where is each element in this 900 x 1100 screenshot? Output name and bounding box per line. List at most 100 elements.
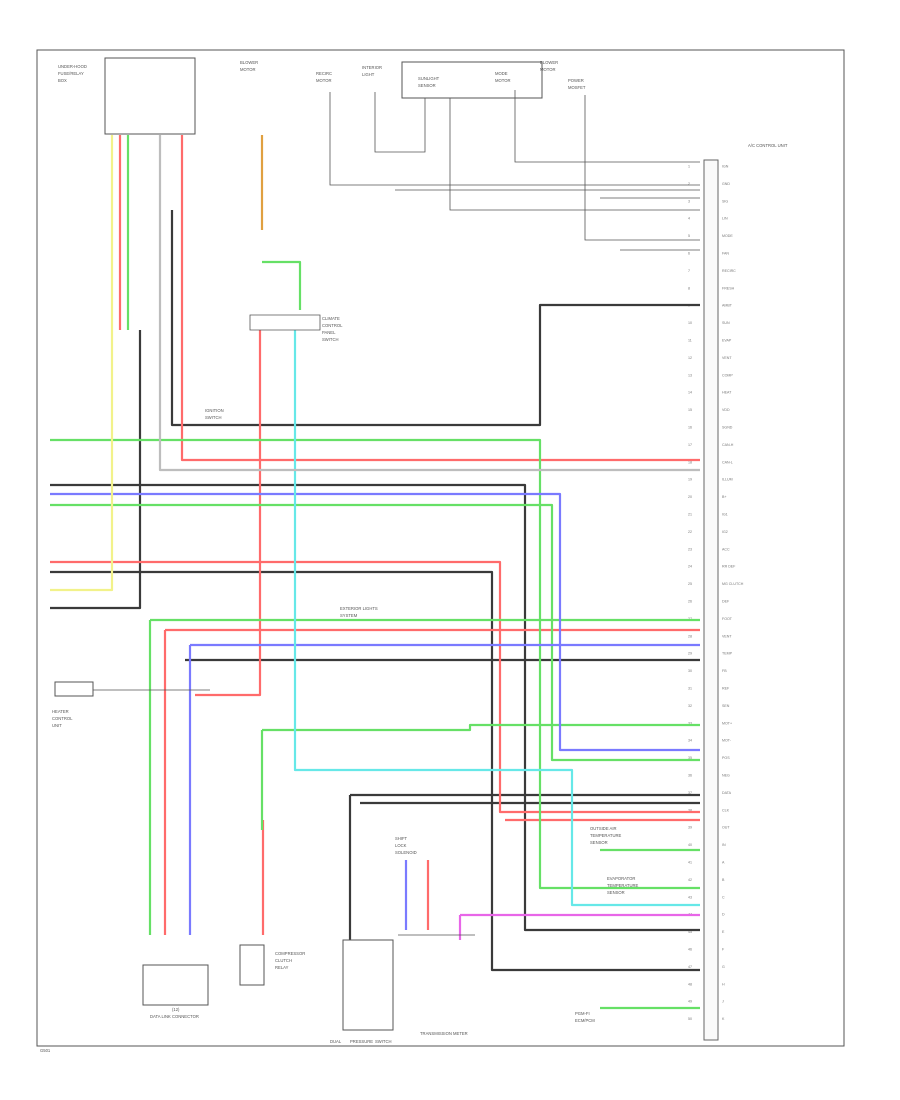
dlc-id: (12) xyxy=(172,1007,180,1012)
pin-number: 8 xyxy=(688,286,690,290)
pin-number: 24 xyxy=(688,565,692,569)
ign-label-1: IGNITION xyxy=(205,408,224,413)
pin-label: HEAT xyxy=(722,391,732,395)
pin-number: 33 xyxy=(688,721,692,725)
wire-green-2 xyxy=(50,503,700,762)
pin-label: GND xyxy=(722,182,730,186)
pin-number: 22 xyxy=(688,530,692,534)
ground-label: G501 xyxy=(40,1048,51,1053)
pin-label: F xyxy=(722,948,725,952)
pin-number: 13 xyxy=(688,373,692,377)
pin-number: 37 xyxy=(688,791,692,795)
pin-number: 49 xyxy=(688,1000,692,1004)
evap-sensor-3: SENSOR xyxy=(607,890,625,895)
wire-green-8 xyxy=(600,848,700,1010)
pin-label: E xyxy=(722,930,725,934)
pin-label: AMBT xyxy=(722,304,733,308)
ext-lights-label-2: SYSTEM xyxy=(340,613,358,618)
pin-number: 38 xyxy=(688,808,692,812)
right-sensor-2: TEMPERATURE xyxy=(590,833,622,838)
pin-label: CAN-L xyxy=(722,460,733,464)
pin-label: CLK xyxy=(722,808,730,812)
pin-label: G xyxy=(722,965,725,969)
pin-number: 14 xyxy=(688,391,692,395)
pgm-label-1: PGM-FI xyxy=(575,1011,590,1016)
wire-red-2 xyxy=(50,560,700,814)
pin-label: CAN-H xyxy=(722,443,734,447)
evap-label-3: SWITCH xyxy=(375,1039,392,1044)
cmp-label-2: CLUTCH xyxy=(275,958,292,963)
pin-number: 2 xyxy=(688,182,690,186)
ign-label-2: SWITCH xyxy=(205,415,222,420)
pin-number: 21 xyxy=(688,513,692,517)
pin-number: 43 xyxy=(688,895,692,899)
pin-label: COMP xyxy=(722,373,733,377)
pin-number: 42 xyxy=(688,878,692,882)
wire-grey-1 xyxy=(158,135,700,472)
top-power-1: POWER xyxy=(568,78,584,83)
dlc-label: DATA LINK CONNECTOR xyxy=(150,1014,199,1019)
pin-label: FOOT xyxy=(722,617,733,621)
right-sensor-1: OUTSIDE AIR xyxy=(590,826,617,831)
pin-label: SGND xyxy=(722,426,733,430)
pin-number: 25 xyxy=(688,582,692,586)
pin-number: 26 xyxy=(688,600,692,604)
top-sunlight-2: SENSOR xyxy=(418,83,436,88)
heater-label-2: CONTROL xyxy=(52,716,73,721)
pin-label: EVAP xyxy=(722,339,732,343)
shift-label-2: LOCK xyxy=(395,843,407,848)
pin-label: FRESH xyxy=(722,286,735,290)
switch-label-2: CONTROL xyxy=(322,323,343,328)
pin-number: 34 xyxy=(688,739,692,743)
top-sunlight-1: SUNLIGHT xyxy=(418,76,440,81)
pin-label: FAN xyxy=(722,252,729,256)
pin-number: 35 xyxy=(688,756,692,760)
top-recirc-2: MOTOR xyxy=(316,78,332,83)
pin-label: A xyxy=(722,861,725,865)
pin-label: OUT xyxy=(722,826,730,830)
pin-label: MODE xyxy=(722,234,733,238)
pin-label: IGN xyxy=(722,165,729,169)
pin-label: ACC xyxy=(722,547,730,551)
pin-number: 45 xyxy=(688,930,692,934)
wire-black-2 xyxy=(50,483,700,932)
pin-number: 46 xyxy=(688,948,692,952)
evap-label-1: DUAL xyxy=(330,1039,342,1044)
pin-label: IG2 xyxy=(722,530,728,534)
heater-label-1: HEATER xyxy=(52,709,69,714)
pin-label: FB xyxy=(722,669,727,673)
pin-number: 17 xyxy=(688,443,692,447)
pin-label: H xyxy=(722,982,725,986)
top-mode-2: MOTOR xyxy=(495,78,511,83)
top-fuse-label-2: FUSE/RELAY xyxy=(58,71,84,76)
control-unit-label: A/C CONTROL UNIT xyxy=(748,143,788,148)
top-right-2: MOTOR xyxy=(540,67,556,72)
switch-label-4: SWITCH xyxy=(322,337,339,342)
pin-number: 15 xyxy=(688,408,692,412)
pin-number: 19 xyxy=(688,478,692,482)
ext-lights-label-1: EXTERIOR LIGHTS xyxy=(340,606,378,611)
heater-control-box xyxy=(54,681,94,697)
pin-label: MOT+ xyxy=(722,721,732,725)
right-sensor-3: SENSOR xyxy=(590,840,608,845)
pin-number: 50 xyxy=(688,1017,692,1021)
pgm-label-2: ECM/PCM xyxy=(575,1018,595,1023)
pin-number: 12 xyxy=(688,356,692,360)
pin-label: ILLUM xyxy=(722,478,733,482)
pin-label: RR DEF xyxy=(722,565,736,569)
pin-label: J xyxy=(722,1000,724,1004)
pin-label: LIN xyxy=(722,217,728,221)
top-mode-1: MODE xyxy=(495,71,508,76)
evap-box xyxy=(342,939,394,1031)
pin-label: DATA xyxy=(722,791,732,795)
pin-label: B+ xyxy=(722,495,727,499)
wire-green-5 xyxy=(262,723,700,732)
top-interior-1: INTERIOR xyxy=(362,65,382,70)
top-interior-2: LIGHT xyxy=(362,72,375,77)
pin-number: 4 xyxy=(688,217,690,221)
pin-number: 20 xyxy=(688,495,692,499)
pin-label: NEG xyxy=(722,774,730,778)
pin-label: VDD xyxy=(722,408,730,412)
shift-label-1: SHIFT xyxy=(395,836,408,841)
top-fuse-label-1: UNDER-HOOD xyxy=(58,64,87,69)
